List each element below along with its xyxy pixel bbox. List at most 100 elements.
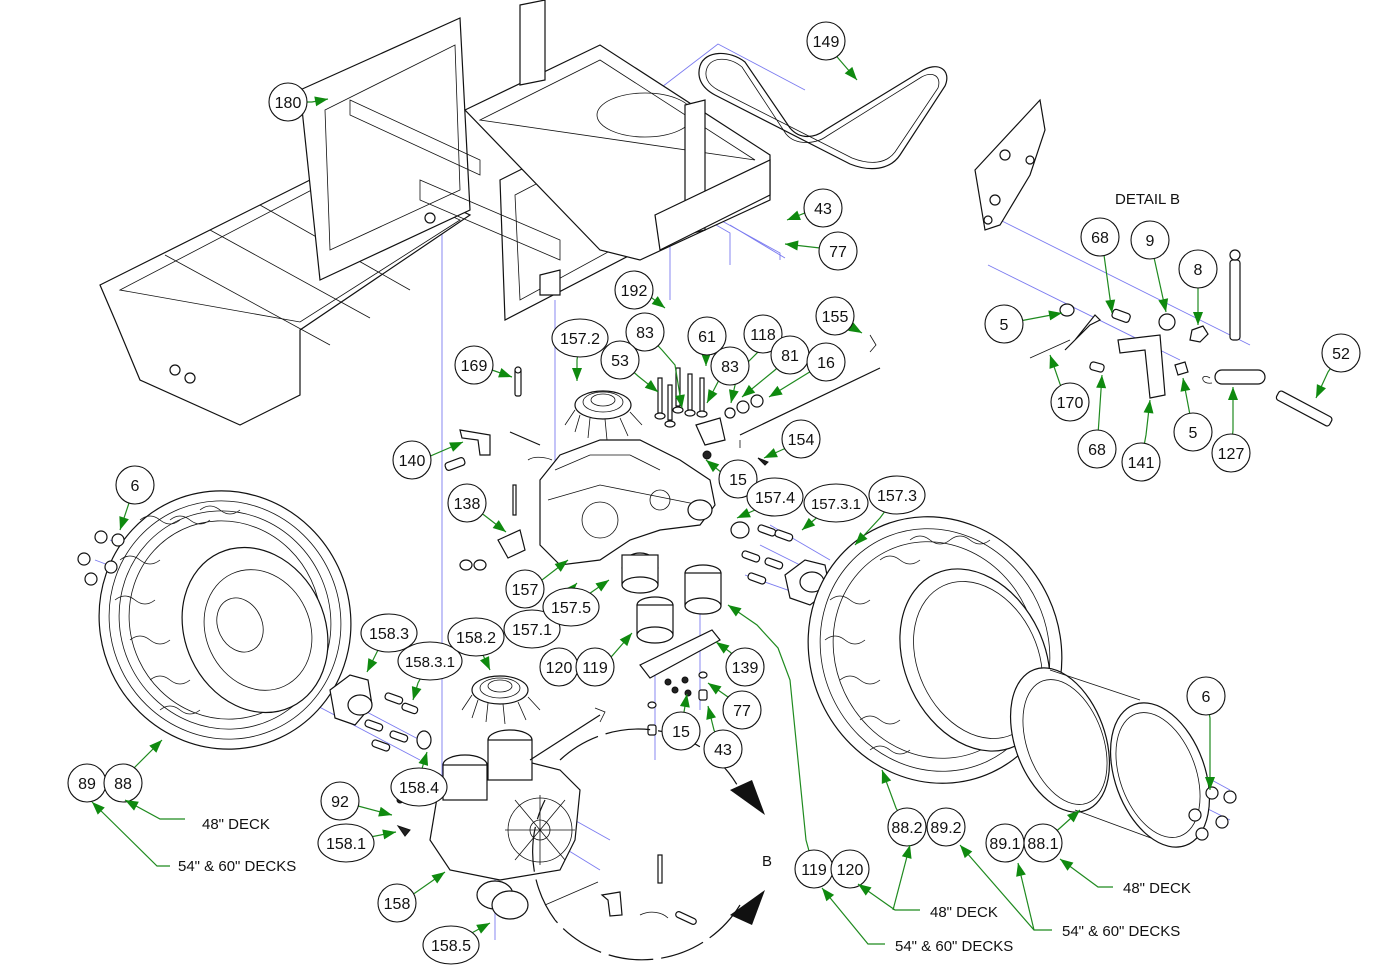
callout-balloon bbox=[320, 781, 360, 821]
callout-92[interactable]: 92 bbox=[320, 781, 360, 821]
callout-140[interactable]: 140 bbox=[392, 440, 432, 480]
callout-158-3-1[interactable]: 158.3.1 bbox=[397, 641, 463, 681]
callout-68[interactable]: 68 bbox=[1080, 217, 1120, 257]
callout-158-1[interactable]: 158.1 bbox=[317, 823, 375, 863]
callout-label: 158.2 bbox=[456, 630, 496, 647]
callout-label: 118 bbox=[750, 327, 776, 344]
deck-note-n5460_mid: 54" & 60" DECKS bbox=[895, 938, 1013, 955]
callout-83[interactable]: 83 bbox=[710, 346, 750, 386]
callout-157-3-1[interactable]: 157.3.1 bbox=[803, 483, 869, 523]
callout-label: 138 bbox=[454, 496, 481, 513]
callout-43[interactable]: 43 bbox=[803, 188, 843, 228]
callout-8[interactable]: 8 bbox=[1178, 249, 1218, 289]
callout-158[interactable]: 158 bbox=[377, 883, 417, 923]
leader-arrowhead bbox=[498, 367, 512, 378]
callout-label: 83 bbox=[636, 325, 654, 342]
callout-170[interactable]: 170 bbox=[1050, 382, 1090, 422]
callout-155[interactable]: 155 bbox=[815, 296, 855, 336]
leader-arrowhead bbox=[728, 389, 739, 403]
callout-88-2[interactable]: 88.2 bbox=[887, 807, 927, 847]
callout-balloon bbox=[984, 304, 1024, 344]
callout-192[interactable]: 192 bbox=[614, 270, 654, 310]
callout-label: 88 bbox=[114, 776, 132, 793]
callout-balloon bbox=[710, 346, 750, 386]
callout-43[interactable]: 43 bbox=[703, 729, 743, 769]
callout-169[interactable]: 169 bbox=[454, 345, 494, 385]
callout-balloon bbox=[1211, 433, 1251, 473]
callout-balloon bbox=[1130, 220, 1170, 260]
callout-label: 92 bbox=[331, 794, 349, 811]
deck-note-n48_left: 48" DECK bbox=[202, 816, 270, 833]
callout-141[interactable]: 141 bbox=[1121, 442, 1161, 482]
callout-157-5[interactable]: 157.5 bbox=[542, 587, 600, 627]
callout-label: 157.4 bbox=[755, 490, 795, 507]
callout-5[interactable]: 5 bbox=[984, 304, 1024, 344]
callout-120[interactable]: 120 bbox=[539, 647, 579, 687]
callout-120[interactable]: 120 bbox=[830, 849, 870, 889]
callout-balloon bbox=[575, 647, 615, 687]
callout-89-2[interactable]: 89.2 bbox=[926, 807, 966, 847]
hub-157-3 bbox=[730, 521, 831, 606]
fan-pulley-157-2 bbox=[564, 390, 643, 441]
detail-b-circle: B bbox=[532, 728, 772, 961]
callout-balloon bbox=[725, 647, 765, 687]
callout-balloon bbox=[661, 711, 701, 751]
callout-16[interactable]: 16 bbox=[806, 342, 846, 382]
callout-5[interactable]: 5 bbox=[1173, 412, 1213, 452]
callout-balloon bbox=[1050, 382, 1090, 422]
callout-158-5[interactable]: 158.5 bbox=[422, 925, 480, 965]
callout-61[interactable]: 61 bbox=[687, 316, 727, 356]
callout-label: 157.3 bbox=[877, 488, 917, 505]
callout-157-3[interactable]: 157.3 bbox=[868, 475, 926, 515]
callout-158-2[interactable]: 158.2 bbox=[447, 617, 505, 657]
leader-arrowhead bbox=[149, 740, 162, 753]
callout-157-4[interactable]: 157.4 bbox=[746, 477, 804, 517]
note-arrowhead bbox=[858, 884, 872, 896]
callout-158-3[interactable]: 158.3 bbox=[360, 613, 418, 653]
callout-68[interactable]: 68 bbox=[1077, 429, 1117, 469]
callout-77[interactable]: 77 bbox=[818, 231, 858, 271]
callout-6[interactable]: 6 bbox=[115, 465, 155, 505]
note-leader bbox=[124, 799, 185, 820]
callout-label: 77 bbox=[733, 703, 751, 720]
callout-52[interactable]: 52 bbox=[1321, 333, 1361, 373]
callout-label: 157 bbox=[512, 582, 539, 599]
callout-157-2[interactable]: 157.2 bbox=[551, 318, 609, 358]
callout-balloon bbox=[868, 475, 926, 515]
callout-157-1[interactable]: 157.1 bbox=[503, 609, 561, 649]
callout-158-4[interactable]: 158.4 bbox=[390, 767, 448, 807]
callout-9[interactable]: 9 bbox=[1130, 220, 1170, 260]
callout-180[interactable]: 180 bbox=[268, 82, 308, 122]
callout-149[interactable]: 149 bbox=[806, 21, 846, 61]
callout-53[interactable]: 53 bbox=[600, 340, 640, 380]
callout-6[interactable]: 6 bbox=[1186, 676, 1226, 716]
callout-balloon bbox=[360, 613, 418, 653]
callout-77[interactable]: 77 bbox=[722, 690, 762, 730]
callout-label: 89.2 bbox=[930, 820, 961, 837]
callout-89-1[interactable]: 89.1 bbox=[985, 823, 1025, 863]
callout-88-1[interactable]: 88.1 bbox=[1023, 823, 1063, 863]
detail-b-title: DETAIL B bbox=[1115, 191, 1180, 208]
callout-154[interactable]: 154 bbox=[781, 419, 821, 459]
callout-label: 8 bbox=[1194, 262, 1203, 279]
callout-88[interactable]: 88 bbox=[103, 763, 143, 803]
callout-157[interactable]: 157 bbox=[505, 569, 545, 609]
callout-118[interactable]: 118 bbox=[743, 314, 783, 354]
callout-15[interactable]: 15 bbox=[661, 711, 701, 751]
leader-arrowhead bbox=[411, 686, 422, 700]
callout-balloon bbox=[600, 340, 640, 380]
leader-arrowhead bbox=[1096, 375, 1107, 389]
callout-119[interactable]: 119 bbox=[794, 849, 834, 889]
callout-81[interactable]: 81 bbox=[770, 335, 810, 375]
callout-83[interactable]: 83 bbox=[625, 312, 665, 352]
callout-89[interactable]: 89 bbox=[67, 763, 107, 803]
callout-127[interactable]: 127 bbox=[1211, 433, 1251, 473]
callout-15[interactable]: 15 bbox=[718, 459, 758, 499]
callout-139[interactable]: 139 bbox=[725, 647, 765, 687]
callout-label: 158.4 bbox=[399, 780, 439, 797]
callout-119[interactable]: 119 bbox=[575, 647, 615, 687]
leader-arrowhead bbox=[855, 532, 868, 545]
leader-arrowhead bbox=[701, 353, 711, 366]
callout-138[interactable]: 138 bbox=[447, 483, 487, 523]
